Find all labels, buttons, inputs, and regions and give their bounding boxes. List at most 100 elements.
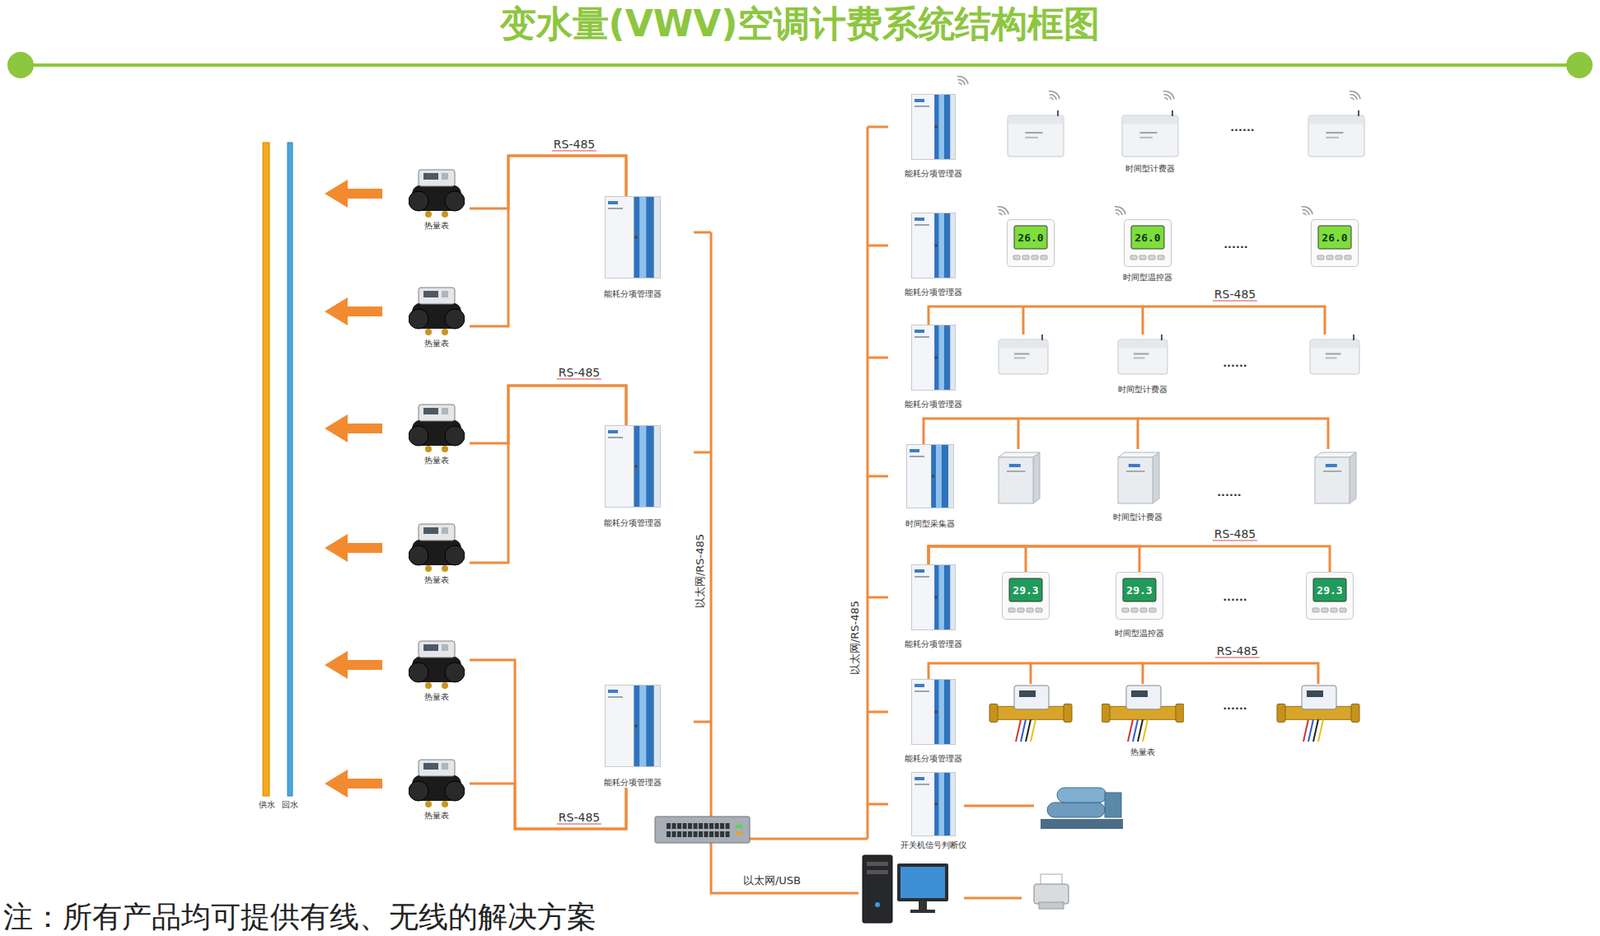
billing-unit-picture [1117, 334, 1169, 376]
thermostat-icon-part [1009, 578, 1043, 602]
heat-meter-icon-part [425, 682, 432, 689]
rs485-wire [928, 306, 1143, 335]
heat-meter-icon-part [1132, 719, 1138, 742]
water-pipe-part [262, 142, 270, 796]
network-switch-part [720, 823, 725, 829]
thermostat: 29.3时间型温控器 [1110, 571, 1169, 639]
energy-manager-icon-part [934, 125, 938, 129]
trunk-wire-part [1142, 663, 1319, 684]
thermostat-picture: 29.3 [1305, 571, 1354, 620]
energy-manager-icon-part [605, 425, 661, 508]
wire-label: RS-485 [1215, 644, 1260, 659]
computer-part [910, 909, 936, 913]
device-caption: 热量表 [403, 691, 470, 702]
data-collector-icon-part [935, 444, 942, 508]
billing-unit-icon-part [1139, 136, 1152, 139]
thermostat-icon-part [1131, 608, 1138, 613]
heat-meter-icon-part [441, 328, 449, 336]
energy-manager-icon-part [914, 98, 925, 103]
energy-manager-icon [911, 324, 956, 391]
thermostat-icon-part [1116, 572, 1164, 620]
thermostat-icon-part [1312, 608, 1320, 613]
trunk-wire-part [1017, 418, 1020, 450]
wireless-icon-part [1302, 212, 1307, 216]
network-switch-part [720, 831, 725, 838]
billing-unit-part [1309, 116, 1365, 125]
wireless-icon-part [1163, 90, 1175, 99]
billing-unit-part [1041, 334, 1044, 341]
heat-meter-icon-part [441, 210, 449, 218]
heat-meter-icon-part [441, 407, 449, 415]
ellipsis: ...... [1222, 590, 1248, 604]
data-collector-icon-part [948, 444, 954, 508]
energy-manager-icon-part [608, 430, 618, 434]
energy-manager-icon-part [912, 565, 956, 631]
thermostat-icon-part [1313, 578, 1347, 602]
device-caption: 能耗分项管理器 [892, 286, 975, 298]
data-collector-icon-part [931, 474, 936, 478]
thermostat-icon-part [1007, 219, 1055, 267]
network-switch-part [709, 831, 714, 838]
wire-label: 以太网/USB [743, 874, 801, 888]
heat-meter-icon-part [1101, 703, 1110, 722]
thermostat-icon-part [1306, 572, 1354, 620]
heat-meter-picture [408, 639, 465, 691]
heat-meter-icon [408, 757, 465, 810]
trunk-wire-part [749, 837, 868, 841]
heat-meter-icon-part [425, 565, 432, 572]
energy-manager-icon-part [639, 425, 646, 507]
energy-manager-icon-part [912, 213, 956, 279]
network-switch-part [666, 831, 671, 838]
network-switch-part [654, 816, 750, 843]
thermostat-icon-part [1014, 225, 1048, 249]
thermostat-icon-part [1311, 219, 1359, 267]
rs485-wire [469, 155, 627, 209]
trunk-wire-part [866, 126, 870, 839]
heat-meter-part [1306, 690, 1324, 698]
chiller-unit [1040, 787, 1123, 829]
thermostat: 26.0 [1305, 219, 1364, 267]
energy-manager-icon-part [950, 565, 955, 630]
computer-part [874, 902, 880, 908]
heat-meter-icon-part [441, 290, 449, 298]
heat-meter-icon-part [441, 173, 449, 180]
energy-manager-icon-part [605, 425, 661, 508]
energy-manager-icon-part [634, 235, 638, 239]
heat-meter-icon-part [441, 762, 449, 770]
billing-unit-part [1325, 463, 1338, 468]
energy-manager-icon-part [934, 213, 950, 278]
thermostat-icon-part [1022, 255, 1030, 260]
wireless-icon [1114, 205, 1127, 216]
display-reading: 26.0 [1318, 225, 1352, 249]
wireless-icon [957, 75, 969, 86]
flow-arrow [324, 414, 383, 443]
device-caption: 时间型采集器 [893, 518, 968, 529]
heat-meter-icon-part [441, 527, 449, 534]
billing-unit-icon [1117, 334, 1169, 376]
billing-unit-part [1007, 115, 1064, 157]
billing-unit: 时间型计费器 [1105, 334, 1180, 395]
heat-meter-icon-part [418, 169, 455, 187]
network-switch-part [735, 824, 743, 829]
heat-meter-icon-part [444, 425, 465, 446]
display-reading: 26.0 [1131, 225, 1165, 249]
thermostat-icon-part [1317, 255, 1324, 260]
billing-unit-part [1014, 357, 1026, 360]
thermostat-icon-part [1002, 572, 1050, 620]
heat-meter-icon-part [408, 662, 429, 683]
billing-unit-icon-part [1128, 463, 1141, 468]
device-caption: 时间型温控器 [1118, 271, 1177, 283]
trunk-wire-part [963, 804, 1034, 808]
signal-judge-picture [911, 771, 956, 837]
network-switch [654, 816, 750, 843]
energy-manager-icon [604, 425, 661, 508]
energy-manager-icon-part [914, 105, 930, 108]
energy-manager-icon-part [912, 94, 956, 160]
flow-arrow [324, 769, 383, 798]
billing-unit-picture [1121, 110, 1179, 159]
network-switch-part [683, 831, 688, 838]
heat-meter-part [1277, 703, 1286, 722]
wireless-icon-part [1301, 209, 1310, 216]
